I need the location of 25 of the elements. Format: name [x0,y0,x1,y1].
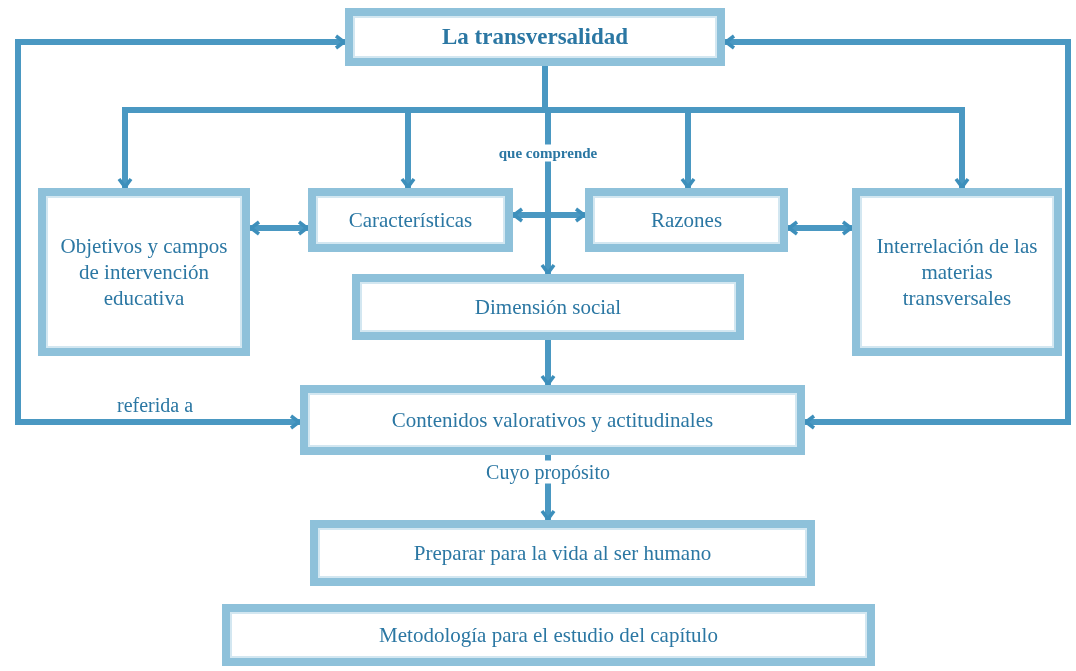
box-text: Preparar para la vida al ser humano [413,539,712,567]
arrow [512,207,586,223]
concept-box [345,8,725,66]
concept-box [222,604,875,666]
edge-label: Cuyo propósito [483,460,613,484]
box-text: La transversalidad [442,22,628,51]
concept-box [585,188,788,252]
box-text: Interrelación de las materias transversales [875,232,1039,312]
box-text: Dimensión social [474,293,622,321]
arrow [249,220,309,236]
concept-box [300,385,805,455]
arrow [787,220,853,236]
box-text: Metodología para el estudio del capítulo [379,621,718,649]
arrow [540,340,556,386]
box-text: Razones [650,206,723,234]
concept-box [310,520,815,586]
arrow [15,34,346,430]
box-text: Objetivos y campos de intervención educativa [59,232,229,312]
box-text: Características [348,206,473,234]
arrow [724,34,1071,430]
box-text: Contenidos valorativos y actitudinales [391,406,714,434]
concept-box [308,188,513,252]
concept-box [38,188,250,356]
concept-box [352,274,744,340]
concept-box [852,188,1062,356]
